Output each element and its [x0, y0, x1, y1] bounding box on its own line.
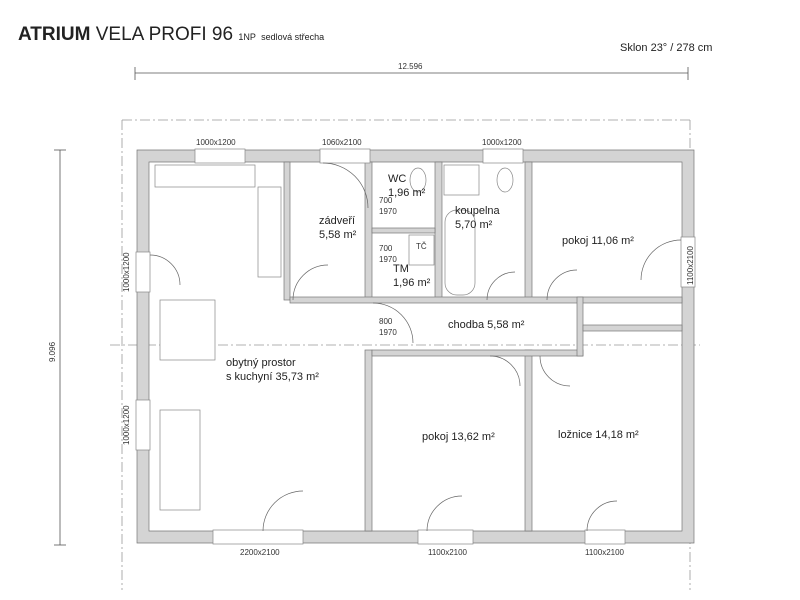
- window-label: 1100x2100: [686, 246, 695, 285]
- door-label: 2200x2100: [240, 548, 280, 557]
- window-label: 1100x2100: [585, 548, 624, 557]
- width-dimension: 12.596: [398, 62, 423, 71]
- window-label: 1100x2100: [428, 548, 467, 557]
- window-label: 1000x1200: [482, 138, 522, 147]
- room-pokoj-1: pokoj 11,06 m²: [562, 235, 634, 247]
- heat-pump-label: TČ: [416, 242, 427, 251]
- roof-slope: Sklon 23° / 278 cm: [620, 42, 713, 54]
- page-title: ATRIUM VELA PROFI 96 1NP sedlová střecha: [18, 24, 325, 45]
- room-loznice: ložnice 14,18 m²: [558, 429, 639, 441]
- window-label: 1000x1200: [196, 138, 236, 147]
- room-pokoj-2: pokoj 13,62 m²: [422, 431, 495, 443]
- window-label: 1000x1200: [122, 252, 131, 292]
- room-chodba: chodba 5,58 m²: [448, 319, 525, 331]
- door-label: 1060x2100: [322, 138, 362, 147]
- height-dimension: 9.096: [48, 341, 57, 362]
- window-label: 1000x1200: [122, 405, 131, 445]
